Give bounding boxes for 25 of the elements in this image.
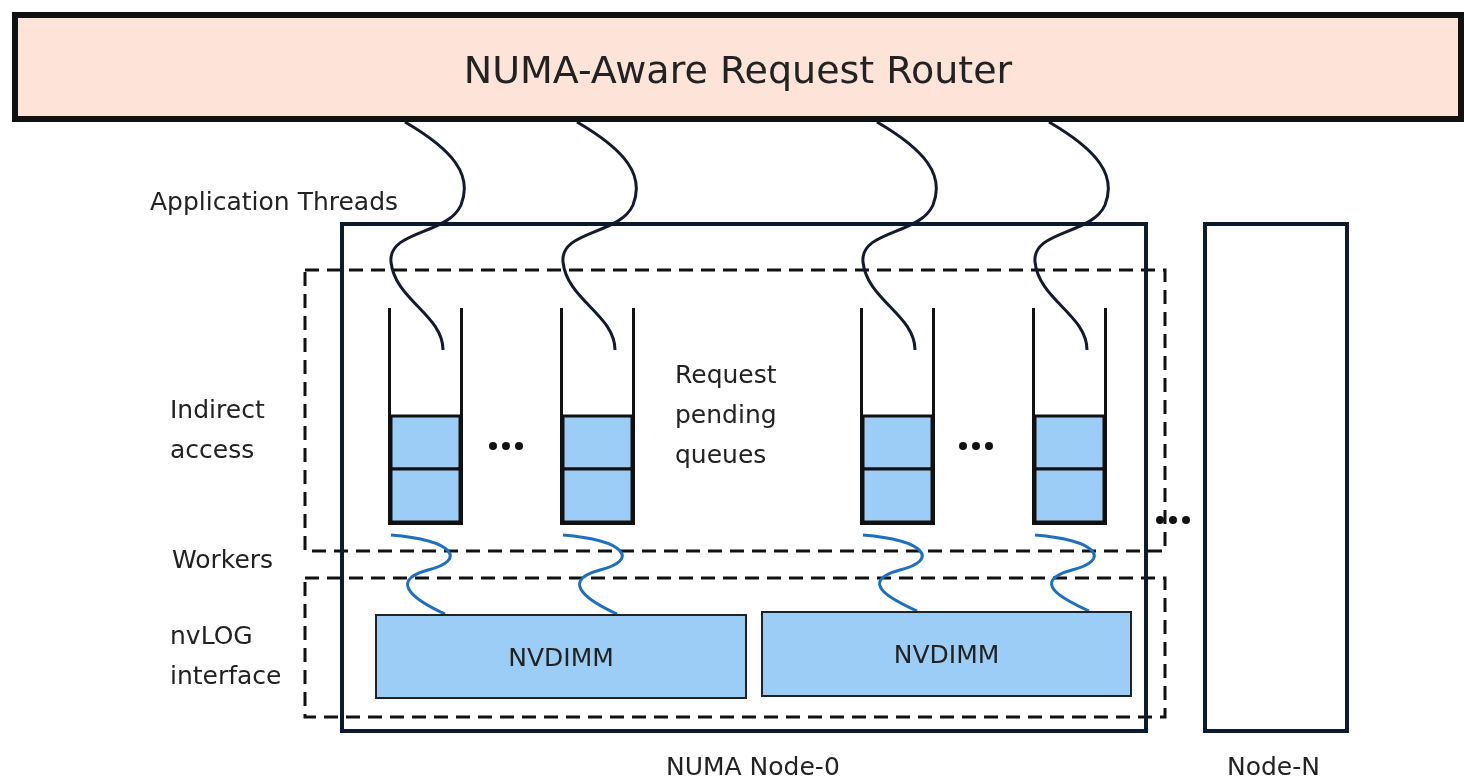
node-label: NUMA Node-0 [666,751,840,779]
annotation-text: Workers [172,544,275,576]
nvdimm-box [375,614,747,699]
title-text: NUMA-Aware Request Router [462,48,1014,92]
thread-line [861,120,938,351]
worker-line [862,533,924,613]
annotation-text: Indirect access [170,394,266,466]
worker-line [1034,533,1096,613]
worker-line [562,533,624,616]
node-label: Node-N [1227,751,1320,779]
annotation-text: Request pending queues [675,359,778,471]
queue-icon [1032,308,1107,525]
queue-icon [860,308,935,525]
nvdimm-box [761,611,1132,697]
thread-line [389,120,466,351]
annotation-text: Application Threads [150,186,400,218]
queue-icon [560,308,635,525]
box-label: NVDIMM [892,639,1001,671]
thread-line [1033,120,1110,351]
annotation-text: nvLOG interface [170,620,283,692]
worker-line [390,533,452,616]
queue-icon [388,308,463,525]
thread-line [561,120,638,351]
router-box [12,12,1464,122]
box-label: NVDIMM [507,642,615,674]
